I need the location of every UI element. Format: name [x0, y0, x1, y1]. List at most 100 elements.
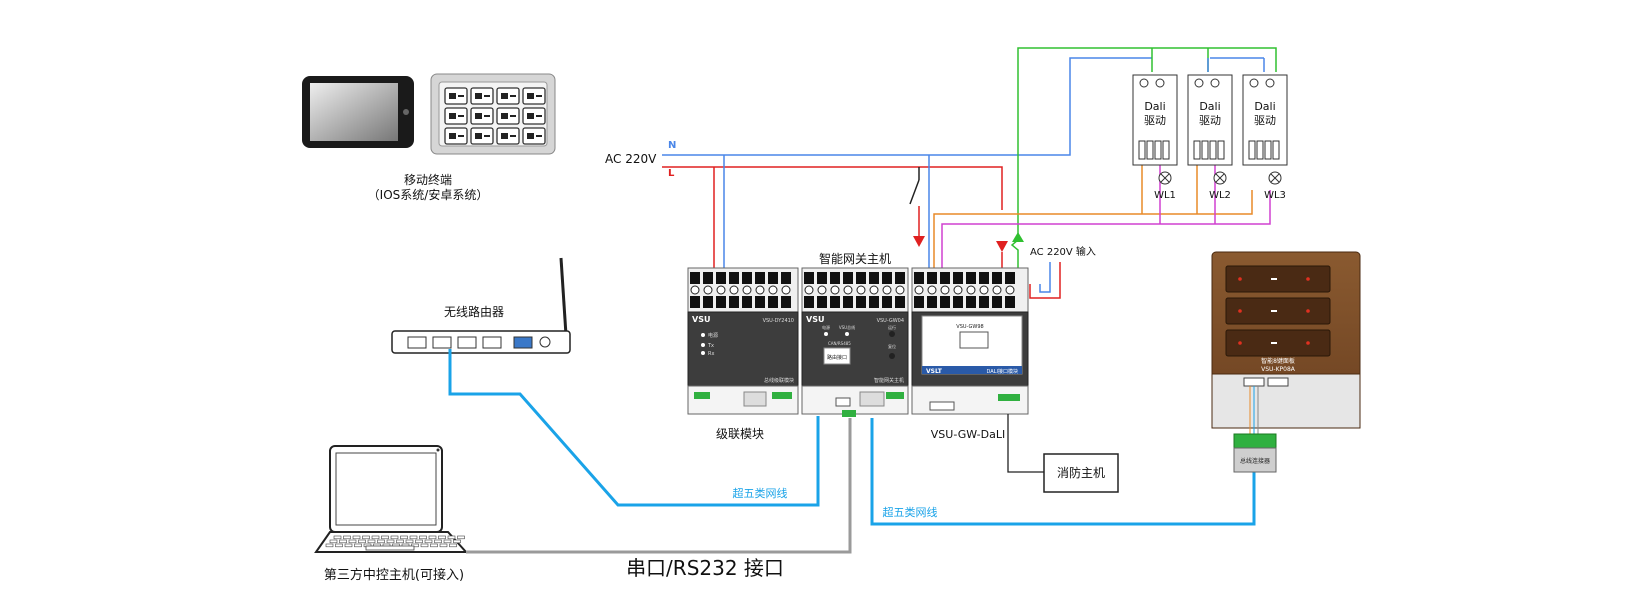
- terminal-block: [895, 296, 905, 308]
- panel-key-mark: [458, 95, 464, 97]
- laptop-key: [443, 539, 452, 544]
- terminal-screw: [882, 285, 892, 295]
- panel-key-icon: [475, 93, 482, 99]
- terminal-block: [1005, 296, 1015, 308]
- terminal-screw: [781, 285, 791, 295]
- terminal-screw: [742, 285, 752, 295]
- router-to-gateway-network-cable: [448, 349, 820, 507]
- laptop-key: [339, 539, 347, 544]
- terminal-block: [882, 296, 892, 308]
- laptop-key: [325, 543, 334, 548]
- terminal-block: [830, 272, 840, 284]
- terminal-block: [992, 296, 1002, 308]
- terminal-block: [768, 296, 778, 308]
- m1-model: VSU-DY2410: [763, 318, 794, 324]
- terminal-block: [817, 272, 827, 284]
- terminal-block: [940, 296, 950, 308]
- panel-key-icon: [527, 113, 534, 119]
- router-device: [391, 257, 571, 354]
- terminal-screw: [703, 285, 713, 295]
- terminal-block: [804, 296, 814, 308]
- laptop-key: [400, 535, 408, 540]
- wl2-label: WL2: [1209, 190, 1231, 201]
- terminal-block: [914, 272, 924, 284]
- live-label: L: [668, 168, 675, 179]
- terminal-block: [856, 296, 866, 308]
- panel-key-icon: [501, 133, 508, 139]
- laptop-key: [381, 535, 389, 540]
- panel-name: 智能8键面板: [1261, 357, 1295, 365]
- terminal-block: [729, 296, 739, 308]
- tablet-device: [302, 76, 414, 148]
- m3-caption: DALI接口模块: [987, 368, 1018, 375]
- wood-key-panel: 智能8键面板 VSU-KP08A: [1211, 251, 1361, 429]
- laptop-key: [371, 535, 380, 540]
- laptop-key: [390, 535, 399, 540]
- terminal-screw: [830, 285, 840, 295]
- laptop-key: [348, 539, 357, 544]
- terminal-screw: [1005, 285, 1015, 295]
- terminal-block: [690, 272, 700, 284]
- laptop-key: [352, 535, 361, 540]
- orange-line: [933, 190, 1253, 284]
- m1-rx: Rx: [708, 351, 714, 357]
- m2-power: 电源: [822, 324, 830, 330]
- terminal-block: [755, 296, 765, 308]
- terminal-block: [979, 296, 989, 308]
- mobile-os-label: （IOS系统/安卓系统）: [368, 187, 489, 202]
- m3-brand: VSLT: [926, 368, 943, 375]
- m2-run: 运行: [888, 324, 896, 330]
- laptop-key: [439, 543, 448, 548]
- terminal-screw: [895, 285, 905, 295]
- terminal-block: [940, 272, 950, 284]
- laptop-key: [434, 539, 442, 544]
- ac-input-dali-label: AC 220V 输入: [1030, 245, 1096, 258]
- neutral-label: N: [668, 140, 676, 151]
- fire-host-box: 消防主机: [1043, 453, 1119, 493]
- laptop-key: [343, 535, 351, 540]
- fire-host-label: 消防主机: [1057, 465, 1105, 480]
- terminal-block: [755, 272, 765, 284]
- laptop-key: [453, 539, 461, 544]
- neutral-line: [662, 57, 1152, 156]
- terminal-block: [768, 272, 778, 284]
- m2-screen: 路由接口: [827, 354, 847, 361]
- bus-connector-label: 总线连接器: [1240, 457, 1270, 465]
- magenta-line: [941, 190, 1271, 284]
- terminal-block: [830, 296, 840, 308]
- laptop-key: [419, 535, 427, 540]
- terminal-block: [927, 296, 937, 308]
- m2-port-label: CAN/RS485: [828, 341, 851, 346]
- terminal-block: [882, 272, 892, 284]
- laptop-key: [405, 539, 414, 544]
- switch-symbol: [909, 167, 925, 247]
- terminal-screw: [856, 285, 866, 295]
- dali-driver-2-sub: 驱动: [1199, 114, 1221, 127]
- terminal-block: [843, 272, 853, 284]
- laptop-key: [449, 543, 457, 548]
- serial-cable: [466, 418, 852, 554]
- gateway-to-panel-network-cable: [870, 418, 1256, 526]
- m2-model: VSU-GW04: [877, 318, 904, 324]
- terminal-screw: [953, 285, 963, 295]
- terminal-block: [992, 272, 1002, 284]
- laptop-device: [314, 445, 469, 553]
- terminal-block: [703, 272, 713, 284]
- cat5-label-2: 超五类网线: [883, 505, 938, 519]
- panel-key-mark: [484, 115, 490, 117]
- laptop-key: [411, 543, 419, 548]
- router-label: 无线路由器: [444, 304, 504, 319]
- laptop-key: [344, 543, 353, 548]
- terminal-screw: [869, 285, 879, 295]
- lamp-wl1: [1158, 171, 1172, 185]
- dali-driver-2: Dali 驱动: [1187, 74, 1233, 166]
- m2-reset: 复位: [888, 343, 896, 349]
- panel-key-mark: [536, 95, 542, 97]
- terminal-block: [914, 296, 924, 308]
- terminal-screw: [927, 285, 937, 295]
- terminal-block: [742, 272, 752, 284]
- terminal-block: [953, 296, 963, 308]
- terminal-block: [690, 296, 700, 308]
- lamp-wl3: [1268, 171, 1282, 185]
